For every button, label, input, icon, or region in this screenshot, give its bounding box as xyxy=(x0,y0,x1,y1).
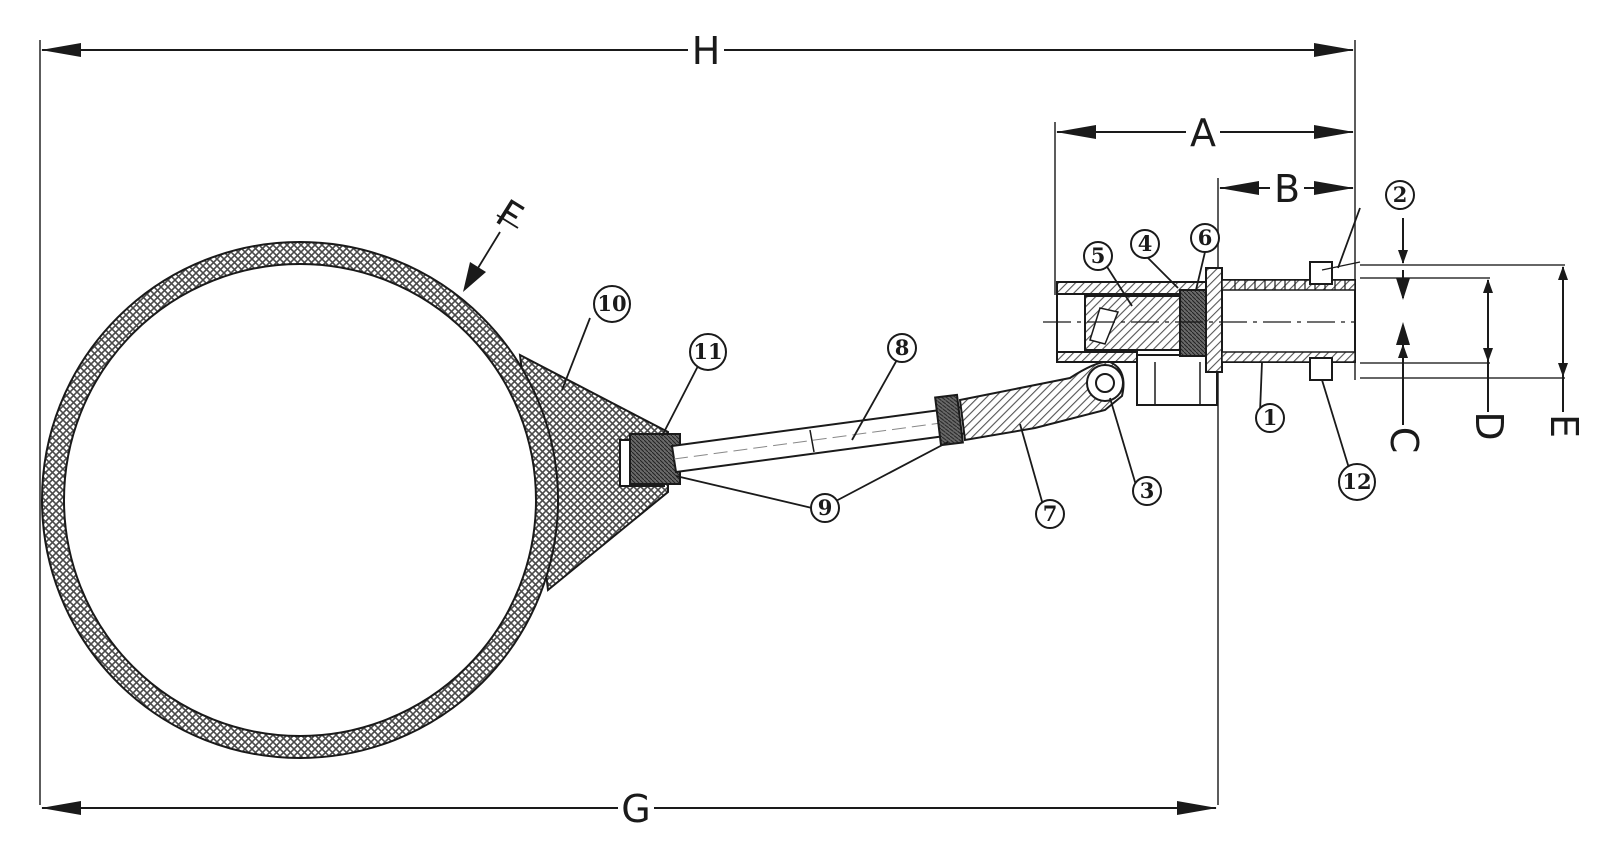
dimension-a: A xyxy=(1056,111,1354,155)
dimension-label-d: D xyxy=(1467,411,1511,440)
callout-label-12: 12 xyxy=(1342,469,1371,494)
callout-7: 7 xyxy=(1035,499,1065,529)
callout-3: 3 xyxy=(1132,476,1162,506)
lever-arm xyxy=(958,360,1125,442)
callout-11: 11 xyxy=(689,333,727,371)
callout-12: 12 xyxy=(1338,463,1376,501)
dimension-f: F xyxy=(463,191,531,292)
callout-label-2: 2 xyxy=(1393,182,1408,207)
callout-label-7: 7 xyxy=(1043,501,1058,526)
inlet-lock-nut-bottom xyxy=(1309,357,1333,381)
dimension-label-a: A xyxy=(1190,111,1216,155)
callout-label-4: 4 xyxy=(1138,231,1153,256)
dimension-label-g: G xyxy=(621,787,650,831)
dimension-label-h: H xyxy=(692,29,721,73)
dimension-label-c: C xyxy=(1382,427,1426,454)
dimension-label-f: F xyxy=(489,191,531,240)
valve-seat-washer xyxy=(1179,289,1207,357)
callout-label-6: 6 xyxy=(1198,225,1213,250)
rod-lock-nut xyxy=(934,393,964,447)
callout-leaders xyxy=(561,207,1361,513)
callout-4: 4 xyxy=(1130,229,1160,259)
callout-label-9: 9 xyxy=(818,495,833,520)
callout-2: 2 xyxy=(1385,180,1415,210)
dimension-h: H xyxy=(41,29,1354,73)
dimension-g: G xyxy=(41,787,1217,831)
callout-5: 5 xyxy=(1083,241,1113,271)
dimension-label-e: E xyxy=(1542,414,1586,438)
inlet-lock-nut-top xyxy=(1309,261,1333,285)
valve-body xyxy=(1043,261,1361,406)
dimension-b: B xyxy=(1219,167,1354,211)
callout-label-5: 5 xyxy=(1091,243,1106,268)
callout-6: 6 xyxy=(1190,223,1220,253)
dimension-c: C xyxy=(1382,218,1426,453)
callout-label-11: 11 xyxy=(693,339,722,364)
callout-label-3: 3 xyxy=(1140,478,1155,503)
dimension-label-b: B xyxy=(1274,167,1300,211)
callout-label-1: 1 xyxy=(1263,405,1278,430)
callout-8: 8 xyxy=(887,333,917,363)
callout-1: 1 xyxy=(1255,403,1285,433)
callout-label-10: 10 xyxy=(597,291,626,316)
callout-9: 9 xyxy=(810,493,840,523)
dimension-e: E xyxy=(1542,266,1586,438)
callout-label-8: 8 xyxy=(895,335,910,360)
float-ball xyxy=(41,241,681,759)
rod-socket-nut xyxy=(629,433,681,485)
inlet-pipe xyxy=(1221,279,1356,363)
dimension-d: D xyxy=(1467,279,1511,441)
callout-10: 10 xyxy=(593,285,631,323)
float-rod xyxy=(670,393,1007,474)
